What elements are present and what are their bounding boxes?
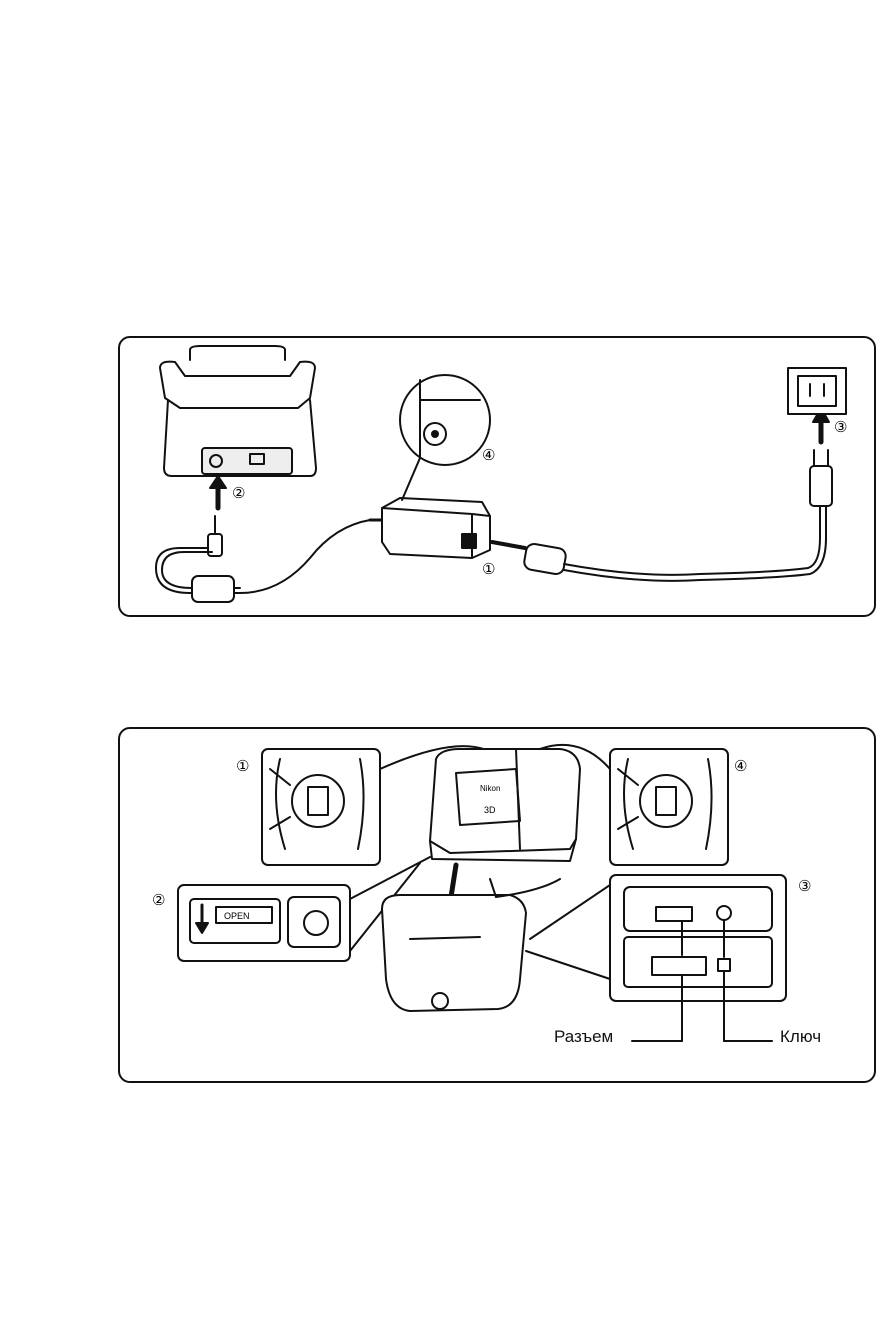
step-3-label: ③ <box>834 418 847 436</box>
dock-cradle <box>160 346 316 476</box>
inset-2-label: ② <box>152 891 165 909</box>
camera-device <box>430 749 580 861</box>
ac-adapter <box>382 498 490 558</box>
inset-latch-1 <box>262 749 380 865</box>
inset-latch-4 <box>610 749 728 865</box>
brand-label: Nikon <box>480 784 500 793</box>
inset-4-label: ④ <box>734 757 747 775</box>
arrow-left-1 <box>492 542 525 548</box>
power-connection-panel: ② ④ ① ③ <box>118 336 876 617</box>
inset-connector-key-3 <box>610 875 786 1041</box>
power-connection-illustration: ② ④ ① ③ <box>120 338 878 619</box>
dc-plug-cable <box>156 516 382 602</box>
wall-plug <box>810 450 832 506</box>
step-2-label: ② <box>232 484 245 502</box>
open-label: OPEN <box>224 911 250 921</box>
docking-illustration: OPEN Nikon 3D ① ④ ② ③ <box>120 729 878 1085</box>
connector-label: Разъем <box>554 1027 613 1047</box>
inset-3-label: ③ <box>798 877 811 895</box>
step-1-label: ① <box>482 560 495 578</box>
inset-1-label: ① <box>236 757 249 775</box>
dock-base <box>382 879 560 1011</box>
inset-open-latch-2 <box>178 885 350 961</box>
key-label: Ключ <box>780 1027 821 1047</box>
ac-cable <box>523 506 826 581</box>
model-label: 3D <box>484 805 496 815</box>
zoom-detail-4 <box>400 375 490 500</box>
wall-outlet <box>788 368 846 414</box>
docking-panel: OPEN Nikon 3D ① ④ ② ③ Разъем Ключ <box>118 727 876 1083</box>
step-4-label: ④ <box>482 446 495 464</box>
